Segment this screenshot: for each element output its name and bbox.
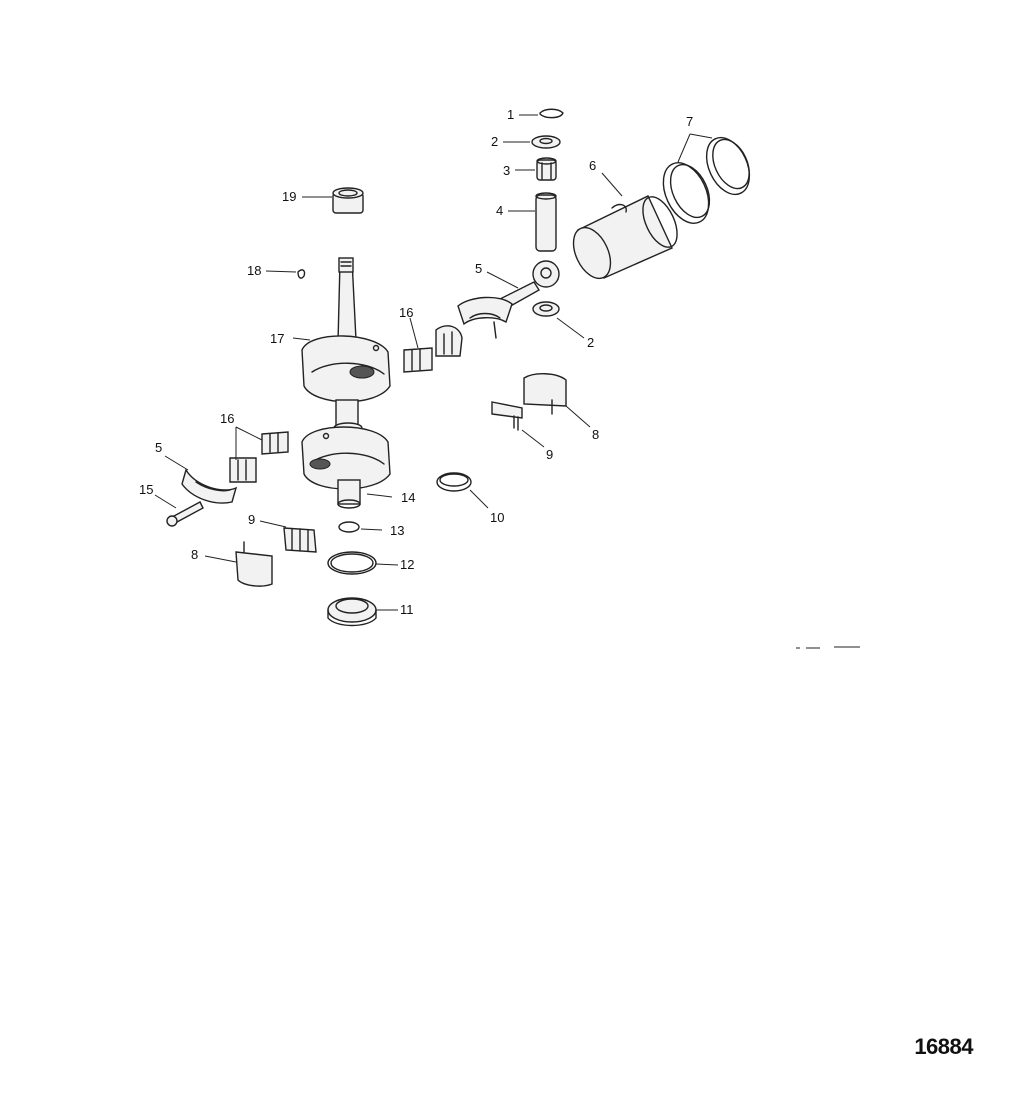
part-rod-cap bbox=[181, 468, 238, 504]
callout-4: 4 bbox=[496, 203, 503, 218]
part-bearing-half-right bbox=[491, 401, 523, 431]
part-bearing-half-left bbox=[283, 527, 317, 553]
part-piston bbox=[572, 195, 678, 280]
part-cap-screw bbox=[166, 501, 204, 527]
callout-1: 1 bbox=[507, 107, 514, 122]
part-lower-crank-section bbox=[301, 426, 391, 509]
part-thrust-washer-bottom bbox=[532, 301, 560, 317]
callout-numbers: 1 2 3 4 5 2 6 7 19 18 17 16 16 5 15 9 8 … bbox=[139, 107, 693, 617]
part-rod-bearing-lower bbox=[229, 431, 289, 483]
callout-10: 10 bbox=[490, 510, 504, 525]
part-piston-rings bbox=[662, 136, 751, 224]
callout-14: 14 bbox=[401, 490, 415, 505]
callout-9-left: 9 bbox=[248, 512, 255, 527]
callout-12: 12 bbox=[400, 557, 414, 572]
callout-13: 13 bbox=[390, 523, 404, 538]
callout-8-right: 8 bbox=[592, 427, 599, 442]
part-retaining-clip bbox=[539, 108, 564, 119]
leader-lines bbox=[154, 114, 713, 611]
callout-2-bottom: 2 bbox=[587, 335, 594, 350]
part-crankshaft bbox=[301, 257, 391, 434]
stray-mark bbox=[796, 646, 860, 649]
figure-id-label: 16884 bbox=[914, 1034, 973, 1059]
callout-11: 11 bbox=[400, 602, 414, 617]
callout-2-top: 2 bbox=[491, 134, 498, 149]
callout-5-cap: 5 bbox=[155, 440, 162, 455]
callout-18: 18 bbox=[247, 263, 261, 278]
part-retaining-ring bbox=[436, 472, 472, 492]
callout-6: 6 bbox=[589, 158, 596, 173]
part-upper-bearing bbox=[332, 187, 364, 214]
callout-15: 15 bbox=[139, 482, 153, 497]
callout-7: 7 bbox=[686, 114, 693, 129]
part-small-o-ring bbox=[338, 521, 360, 533]
part-thrust-washer-top bbox=[531, 135, 561, 149]
part-lower-seal bbox=[327, 597, 377, 627]
callout-9-right: 9 bbox=[546, 447, 553, 462]
part-piston-pin bbox=[535, 192, 557, 252]
callout-16-lower: 16 bbox=[220, 411, 234, 426]
callout-3: 3 bbox=[503, 163, 510, 178]
part-bearing-race-right bbox=[523, 373, 567, 415]
part-bearing-race-left bbox=[235, 541, 273, 587]
callout-8-left: 8 bbox=[191, 547, 198, 562]
part-large-o-ring bbox=[327, 551, 377, 575]
callout-17: 17 bbox=[270, 331, 284, 346]
part-connecting-rod bbox=[457, 260, 560, 339]
callout-5-rod: 5 bbox=[475, 261, 482, 276]
part-rod-bearing-upper bbox=[403, 325, 463, 373]
part-needle-bearing bbox=[536, 157, 557, 181]
callout-16-upper: 16 bbox=[399, 305, 413, 320]
callout-19: 19 bbox=[282, 189, 296, 204]
part-woodruff-key bbox=[297, 269, 306, 279]
